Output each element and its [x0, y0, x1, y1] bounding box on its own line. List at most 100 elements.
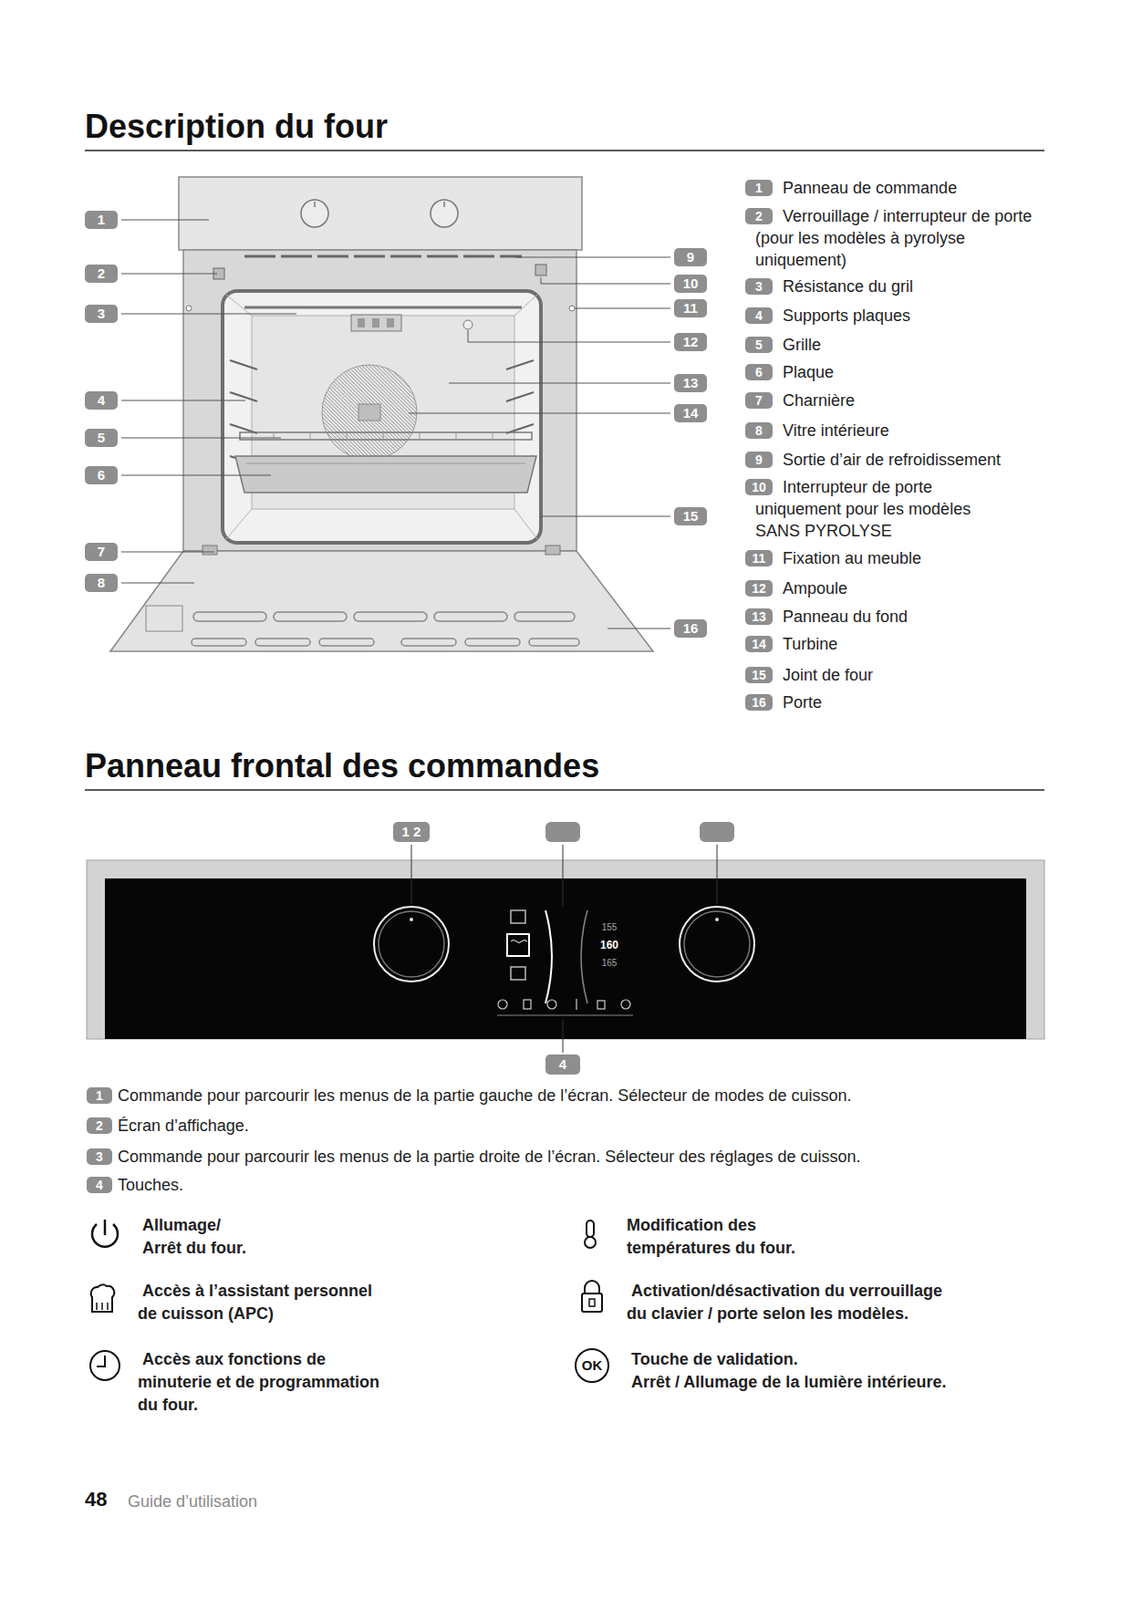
control-panel: [104, 878, 1027, 1039]
callout-number: 7: [84, 542, 118, 561]
part-name: Vitre intérieure: [782, 419, 890, 442]
part-name: Verrouillage / interrupteur de porte (po…: [755, 205, 1057, 271]
key-description: Activation/désactivation du verrouillage…: [626, 1279, 956, 1326]
part-name: Ampoule: [782, 577, 848, 600]
oven-illustration: [545, 545, 561, 555]
heading-rule: [84, 149, 1045, 152]
oven-illustration: [321, 364, 417, 460]
leader-line: [121, 551, 215, 553]
callout-number: 10: [745, 478, 773, 496]
oven-illustration: [244, 255, 522, 259]
callout-number: 16: [674, 619, 707, 638]
part-name: Panneau de commande: [782, 176, 957, 199]
oven-illustration: [353, 612, 427, 622]
description: Touches.: [117, 1174, 184, 1195]
leader-line: [121, 219, 209, 221]
oven-illustration: [535, 264, 547, 276]
callout-number: 12: [674, 332, 707, 352]
control-panel: [684, 911, 750, 977]
control-panel: [581, 910, 588, 1004]
oven-illustration: [443, 201, 446, 208]
leader-line: [121, 582, 195, 584]
control-panel: [715, 917, 719, 922]
callout-number: 11: [745, 550, 773, 567]
oven-illustration: [239, 432, 532, 440]
callout-number: 3: [745, 278, 773, 295]
oven-illustration: [319, 638, 374, 646]
icon-text: OK: [577, 1356, 607, 1375]
control-panel: [510, 940, 528, 944]
key-icon: [91, 1284, 115, 1312]
leader-line: [467, 330, 671, 343]
callout-badge: [545, 821, 581, 842]
control-panel: [497, 1015, 634, 1017]
oven-illustration: [313, 201, 316, 208]
oven-illustration: [255, 638, 311, 646]
callout-number: 13: [674, 373, 707, 393]
control-panel: [409, 917, 414, 922]
leader-line: [607, 628, 671, 630]
control-panel: [378, 911, 445, 977]
callout-number: 1: [745, 179, 773, 197]
callout-number: 8: [745, 422, 773, 439]
heading: Description du four: [84, 108, 388, 146]
part-name: Porte: [782, 691, 822, 714]
oven-illustration: [463, 320, 473, 330]
key-icon: [586, 1220, 594, 1237]
callout-number: 16: [745, 694, 773, 711]
control-panel: [523, 999, 531, 1009]
leader-line: [448, 383, 671, 385]
oven-illustration: [357, 318, 365, 328]
oven-illustration: [372, 318, 380, 328]
oven-illustration: [273, 432, 493, 440]
oven-illustration: [191, 638, 247, 646]
description: Commande pour parcourir les menus de la …: [117, 1146, 861, 1167]
oven-illustration: [514, 612, 575, 622]
callout-number: 4: [84, 391, 118, 410]
callout-number: 6: [84, 466, 118, 485]
key-icon: [584, 1280, 600, 1294]
control-panel: [545, 910, 552, 1004]
control-panel: [86, 860, 1045, 1039]
oven-illustration: [358, 404, 381, 421]
oven-illustration: [178, 176, 582, 250]
control-panel: [547, 999, 557, 1009]
oven-illustration: [110, 176, 654, 652]
display-value: 155: [593, 921, 625, 935]
oven-illustration: [246, 463, 526, 465]
oven-illustration: [401, 638, 457, 646]
leader-line: [121, 273, 218, 275]
oven-illustration: [529, 638, 580, 646]
key-icon: [584, 1236, 596, 1248]
display-value: 165: [593, 956, 625, 970]
leader-line: [121, 475, 271, 477]
leader-line: [121, 313, 297, 315]
oven-illustration: [569, 305, 575, 312]
oven-illustration: [110, 550, 654, 652]
leader-line: [574, 308, 671, 310]
callout-number: 14: [674, 404, 707, 423]
heading-rule: [84, 789, 1045, 791]
callout-number: 9: [674, 248, 707, 267]
callout-number: 5: [745, 336, 773, 354]
callout-number: 13: [745, 608, 773, 625]
oven-illustration: [193, 612, 267, 622]
callout-number: 15: [745, 666, 773, 684]
callout-number: 2: [84, 264, 118, 283]
oven-illustration: [235, 456, 537, 493]
oven-illustration: [465, 638, 520, 646]
leader-line: [562, 1019, 564, 1053]
control-panel: [575, 998, 577, 1010]
part-name: Fixation au meuble: [782, 547, 922, 570]
callout-number: 2: [86, 1117, 113, 1134]
oven-illustration: [145, 605, 183, 632]
control-panel: [498, 999, 508, 1009]
oven-illustration: [351, 314, 402, 332]
leader-line: [562, 844, 564, 907]
callout-number: 1 2: [393, 821, 430, 842]
control-panel: [597, 1000, 605, 1009]
callout-number: 5: [84, 428, 118, 447]
control-panel: [507, 934, 530, 956]
key-description: Arrêt / Allumage de la lumière intérieur…: [631, 1370, 946, 1394]
